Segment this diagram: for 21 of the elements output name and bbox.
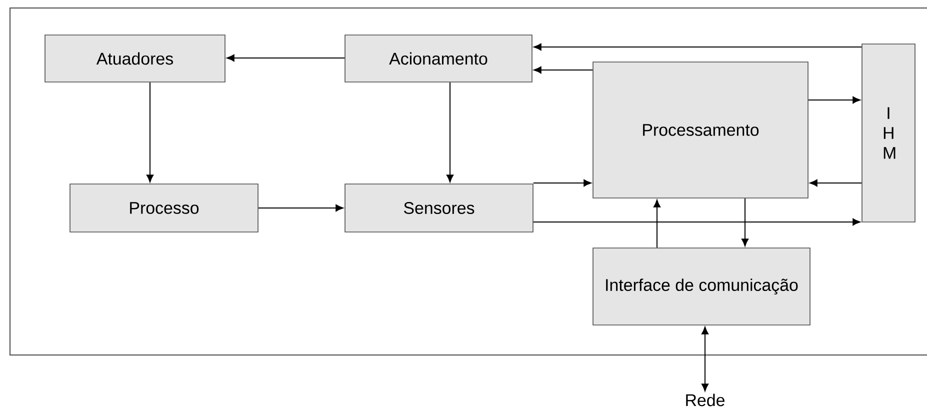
arrow [532,218,860,226]
arrow [808,96,860,104]
network-label: Rede [686,394,724,406]
arrow [532,179,592,187]
arrow [534,66,594,74]
arrow [446,82,454,182]
arrow [146,82,154,182]
arrow [226,54,346,62]
arrow [653,200,661,248]
process-box: Acionamento [344,34,532,82]
process-box: I H M [862,44,916,222]
arrow [701,326,709,392]
process-box: Processo [70,184,258,232]
arrow [534,43,862,51]
arrow [810,179,862,187]
arrow [258,204,344,212]
process-box: Processamento [592,62,808,198]
process-box: Atuadores [44,34,226,82]
process-box: Sensores [344,184,534,232]
arrow [741,198,749,246]
process-box: Interface de comunicação [592,248,810,326]
